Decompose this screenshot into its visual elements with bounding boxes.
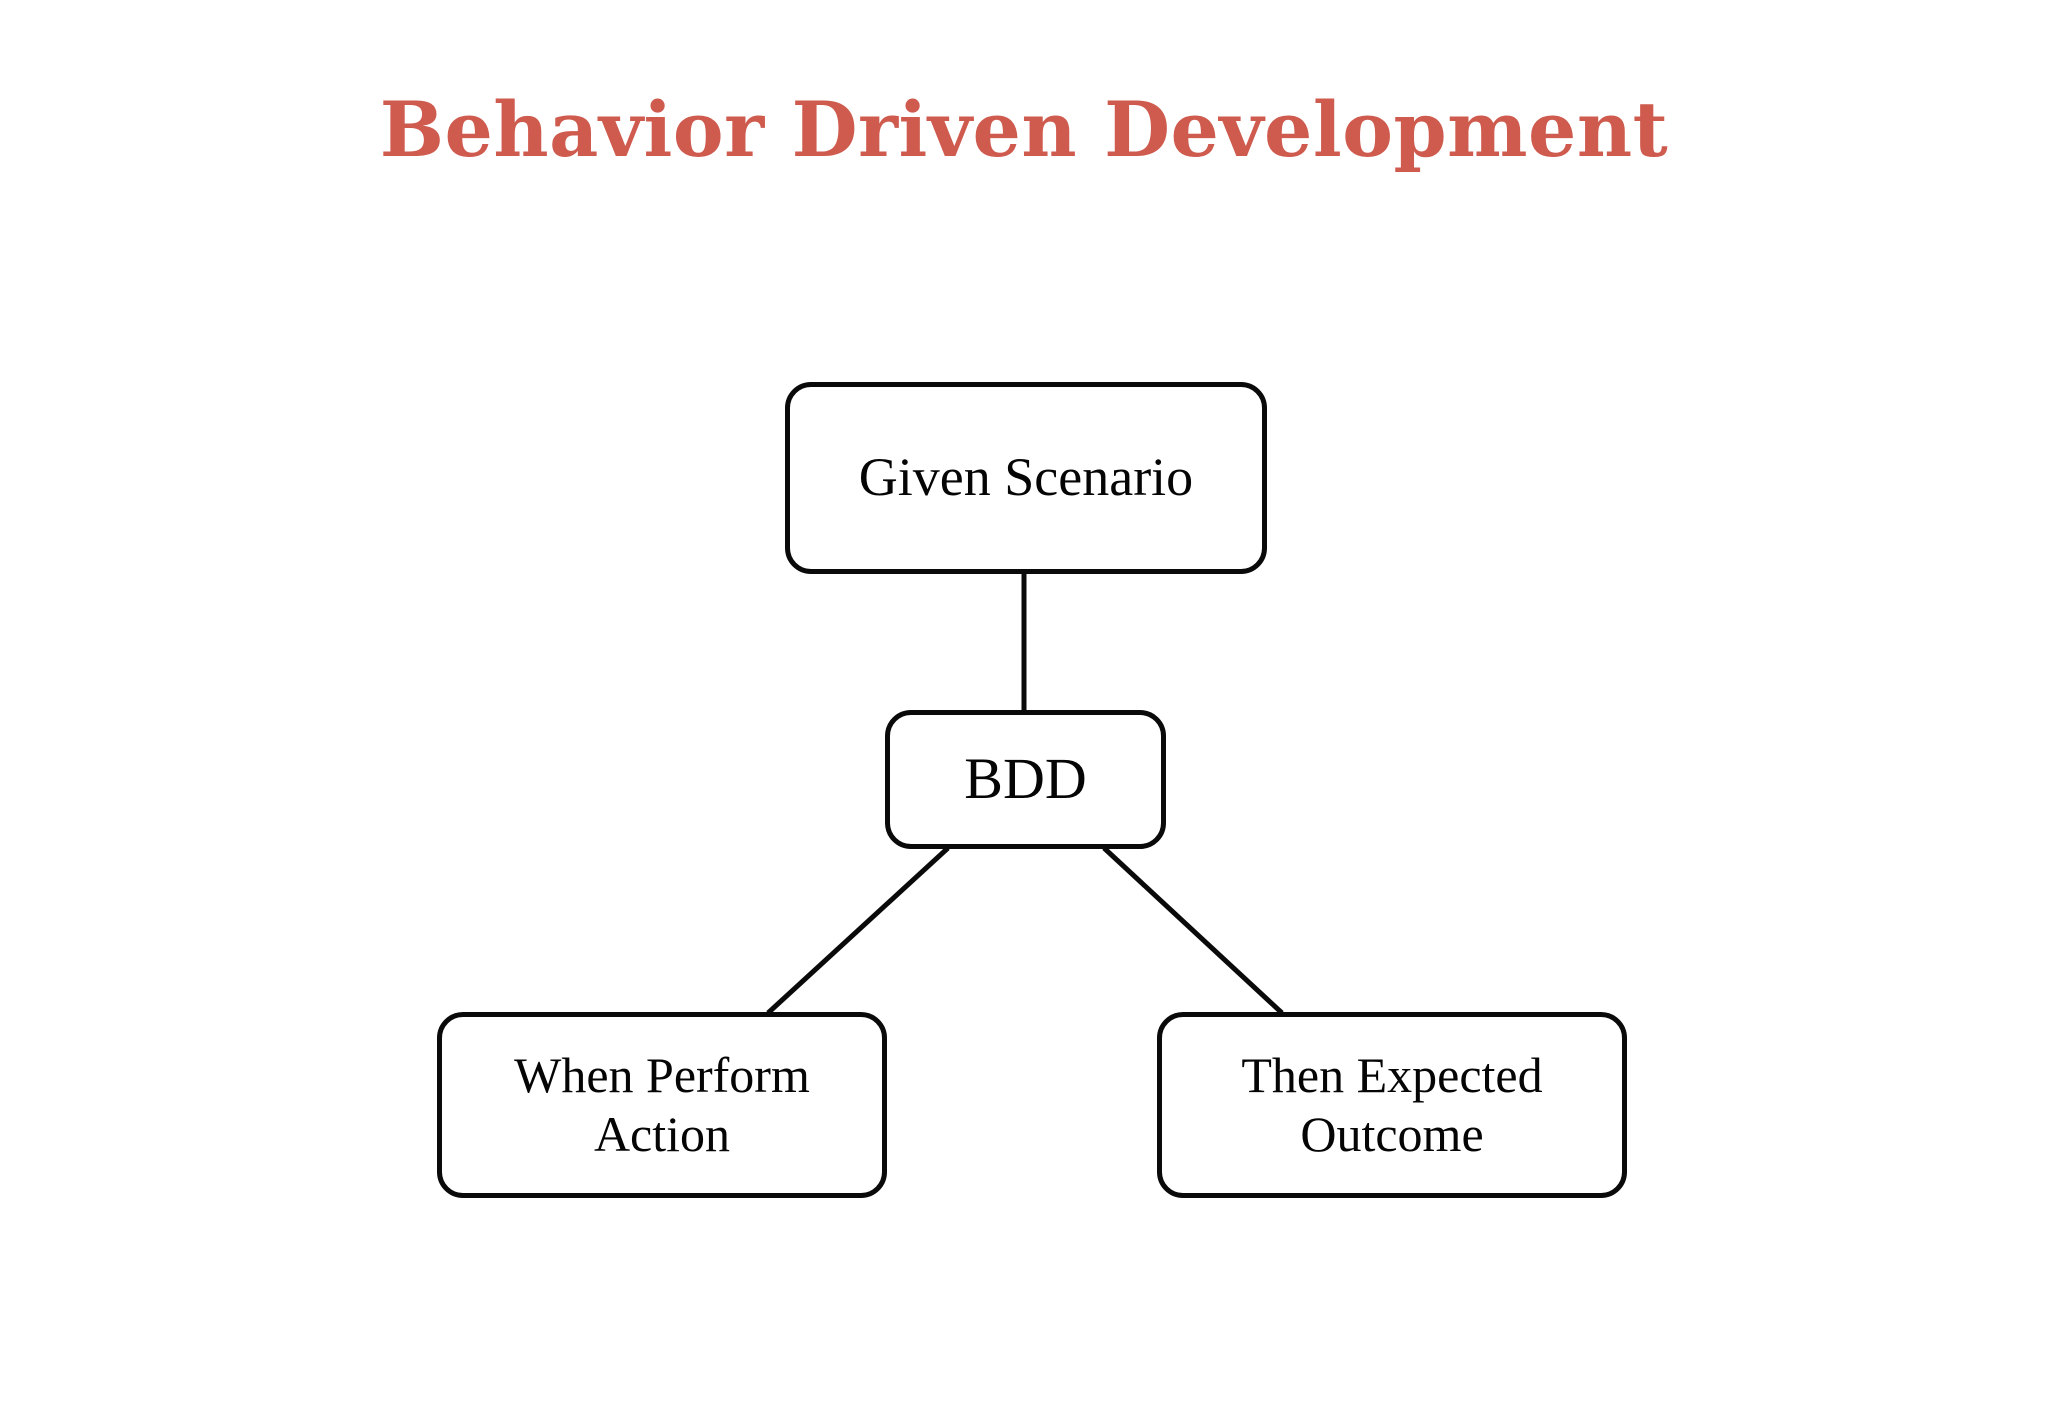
node-then-expected-outcome-label: Then Expected Outcome xyxy=(1241,1047,1543,1162)
node-given-scenario[interactable]: Given Scenario xyxy=(785,382,1267,574)
node-bdd-label: BDD xyxy=(964,746,1087,812)
node-bdd[interactable]: BDD xyxy=(885,710,1166,849)
edge-bdd-to-then xyxy=(1102,846,1284,1015)
edge-bdd-to-when xyxy=(766,846,950,1015)
node-then-expected-outcome[interactable]: Then Expected Outcome xyxy=(1157,1012,1627,1198)
node-when-perform-action-label: When Perform Action xyxy=(514,1047,810,1162)
node-given-scenario-label: Given Scenario xyxy=(858,447,1194,508)
page-title: Behavior Driven Development xyxy=(379,85,1669,174)
node-when-perform-action[interactable]: When Perform Action xyxy=(437,1012,887,1198)
